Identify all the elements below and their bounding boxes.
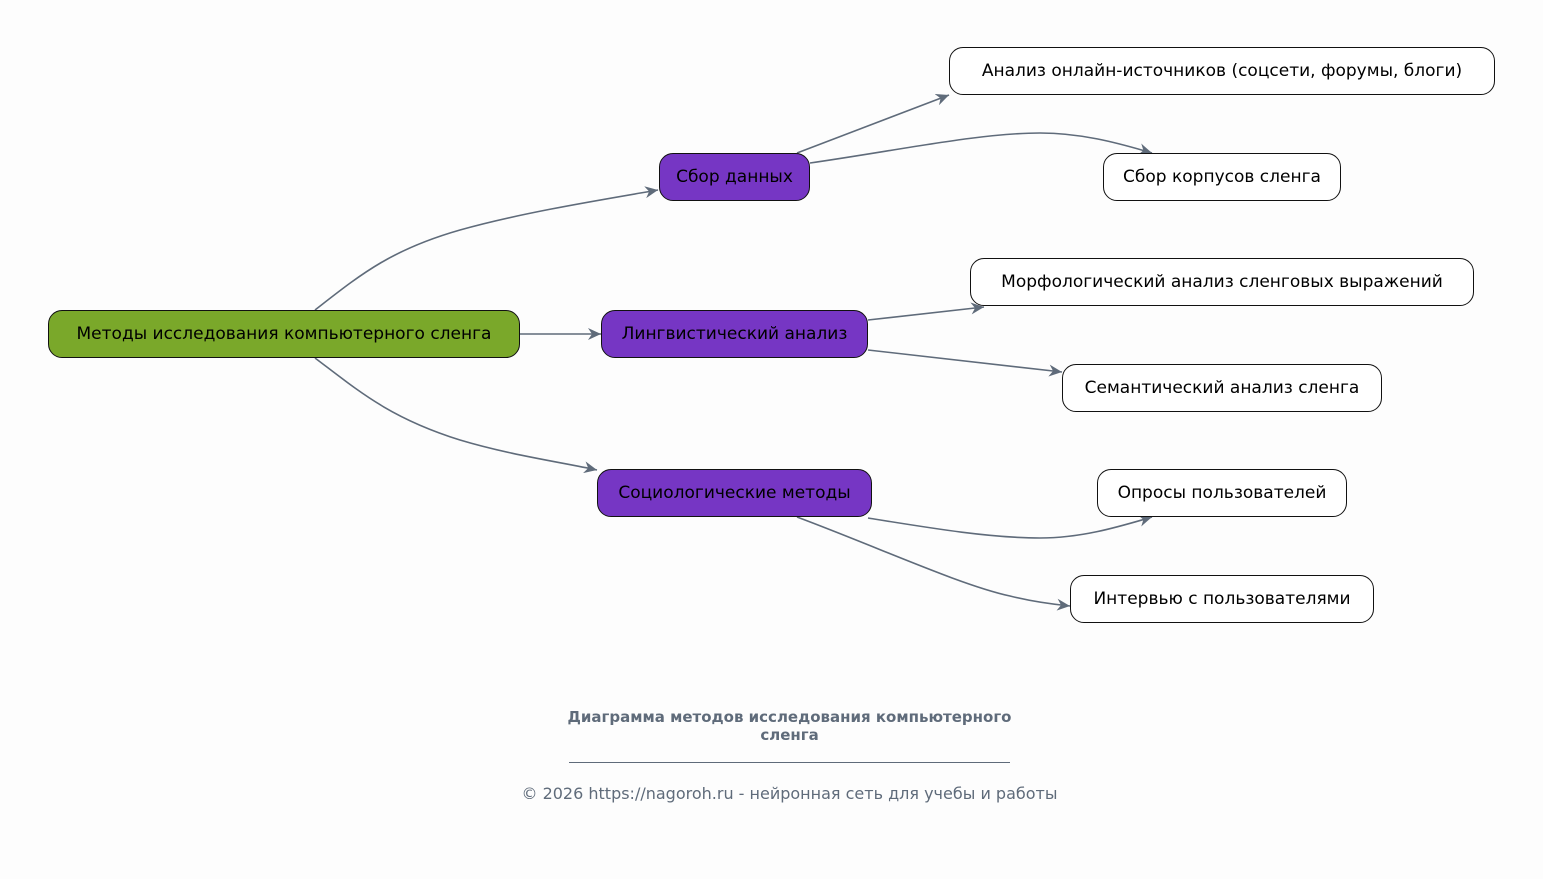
leaf-node-slang-corpus: Сбор корпусов сленга bbox=[1103, 153, 1341, 201]
edge-soc-to-surveys bbox=[867, 514, 1153, 539]
leaf-label: Опросы пользователей bbox=[1117, 483, 1327, 503]
leaf-node-online-sources: Анализ онлайн-источников (соцсети, форум… bbox=[949, 47, 1495, 95]
edge-ling-to-morph bbox=[867, 302, 985, 321]
title-line-1: Диаграмма методов исследования компьютер… bbox=[567, 708, 1012, 726]
branch-label: Лингвистический анализ bbox=[621, 324, 848, 344]
branch-node-data-collection: Сбор данных bbox=[659, 153, 810, 201]
leaf-label: Морфологический анализ сленговых выражен… bbox=[1001, 272, 1443, 292]
edge-ling-to-sem bbox=[867, 349, 1063, 377]
edge-root-to-sociological bbox=[314, 357, 598, 474]
edge-data-to-corpus bbox=[809, 132, 1153, 164]
edge-root-to-data-collection bbox=[314, 186, 659, 311]
leaf-label: Сбор корпусов сленга bbox=[1123, 167, 1321, 187]
title-divider bbox=[569, 762, 1010, 763]
branch-node-sociological: Социологические методы bbox=[597, 469, 872, 517]
leaf-node-interviews: Интервью с пользователями bbox=[1070, 575, 1374, 623]
leaf-node-surveys: Опросы пользователей bbox=[1097, 469, 1347, 517]
leaf-label: Семантический анализ сленга bbox=[1084, 378, 1360, 398]
branch-label: Социологические методы bbox=[618, 483, 851, 503]
leaf-label: Анализ онлайн-источников (соцсети, форум… bbox=[981, 61, 1463, 81]
title-line-2: сленга bbox=[760, 726, 819, 744]
leaf-node-semantic: Семантический анализ сленга bbox=[1062, 364, 1382, 412]
diagram-title: Диаграмма методов исследования компьютер… bbox=[0, 708, 1543, 744]
footer-copyright: © 2026 https://nagoroh.ru - нейронная се… bbox=[521, 784, 1058, 803]
leaf-label: Интервью с пользователями bbox=[1093, 589, 1351, 609]
branch-label: Сбор данных bbox=[676, 167, 793, 187]
edge-soc-to-interviews bbox=[796, 516, 1071, 611]
root-node: Методы исследования компьютерного сленга bbox=[48, 310, 520, 358]
root-node-label: Методы исследования компьютерного сленга bbox=[76, 324, 492, 344]
edge-data-to-online bbox=[796, 94, 950, 154]
leaf-node-morphological: Морфологический анализ сленговых выражен… bbox=[970, 258, 1474, 306]
branch-node-linguistic: Лингвистический анализ bbox=[601, 310, 868, 358]
